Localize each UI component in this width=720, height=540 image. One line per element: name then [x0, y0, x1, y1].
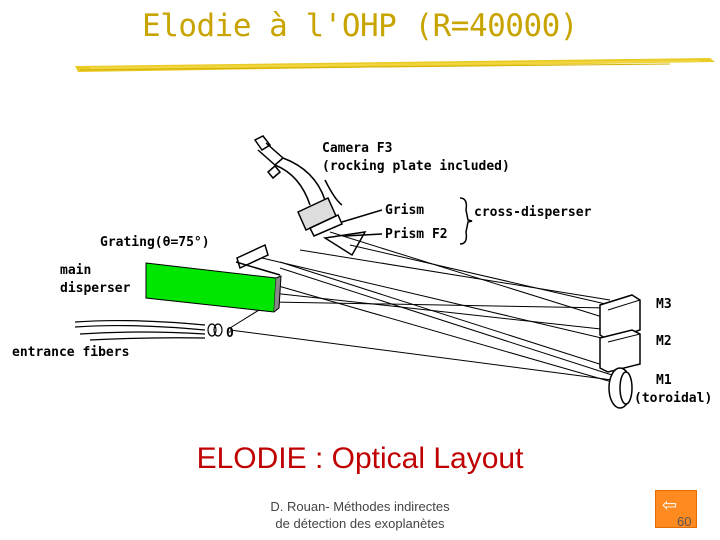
- label-m3: M3: [656, 297, 672, 312]
- label-main: main: [60, 263, 91, 278]
- label-m2: M2: [656, 334, 672, 349]
- label-zero: 0: [226, 326, 234, 341]
- page-number: 60: [677, 514, 692, 529]
- back-button[interactable]: ⇦: [655, 490, 697, 528]
- label-grating: Grating(θ=75°): [100, 235, 210, 250]
- label-disperser: disperser: [60, 281, 131, 296]
- label-entrance-fibers: entrance fibers: [12, 345, 129, 360]
- back-arrow-icon: ⇦: [662, 495, 678, 516]
- label-grism: Grism: [385, 203, 424, 218]
- label-prism: Prism F2: [385, 227, 448, 242]
- footer-subject-line: de détection des exoplanètes: [275, 516, 445, 531]
- footer-author-line: D. Rouan- Méthodes indirectes: [270, 499, 450, 514]
- grating-main-disperser: [145, 243, 282, 313]
- label-camera: Camera F3: [322, 141, 392, 156]
- slide-title: Elodie à l'OHP (R=40000): [142, 8, 578, 44]
- label-cross-disperser: cross-disperser: [474, 205, 592, 220]
- camera: [253, 135, 343, 237]
- prism: [322, 209, 383, 257]
- diagram-caption: ELODIE : Optical Layout: [196, 442, 524, 475]
- mirrors: [599, 294, 641, 409]
- slide-footer: D. Rouan- Méthodes indirectes de détecti…: [230, 498, 490, 532]
- light-rays: [229, 231, 613, 383]
- entrance-fibers: [74, 319, 223, 341]
- title-underline: [75, 58, 715, 72]
- label-camera-note: (rocking plate included): [322, 159, 510, 174]
- label-m1: M1: [656, 373, 672, 388]
- label-toroidal: (toroidal): [634, 391, 712, 406]
- cross-disperser-brace: [459, 197, 473, 245]
